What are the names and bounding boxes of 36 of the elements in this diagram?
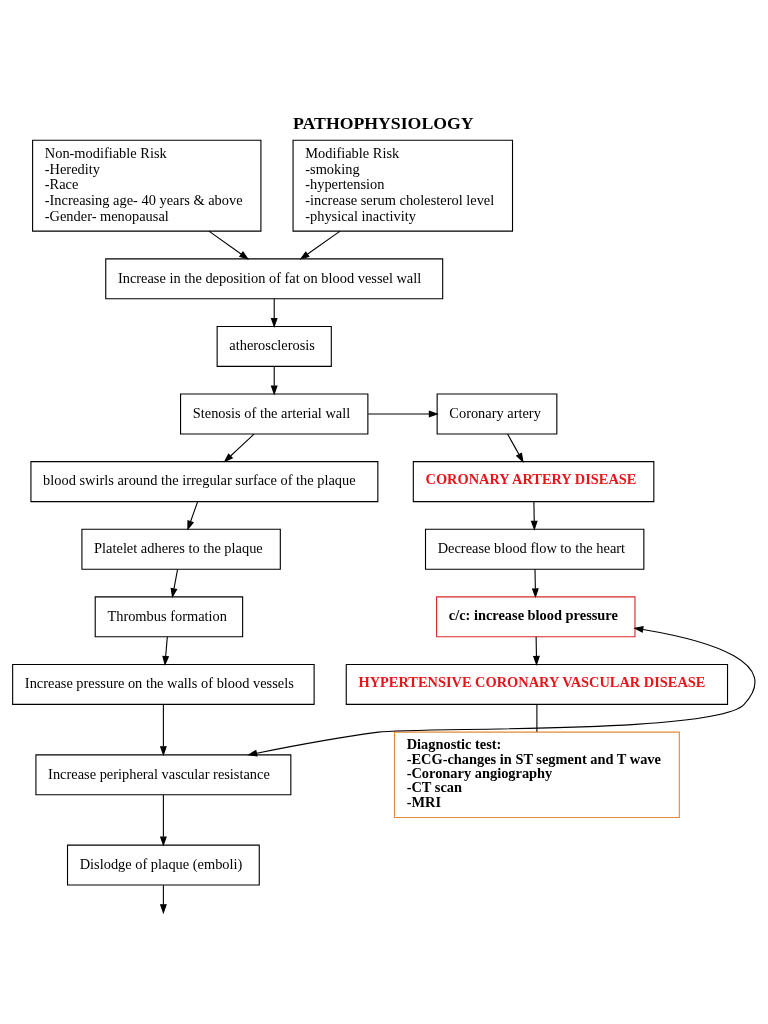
- node-box: Platelet adheres to the plaque: [81, 528, 281, 570]
- arrow: [247, 625, 756, 757]
- arrow: [531, 568, 539, 598]
- node-box: Increase pressure on the walls of blood vessels: [12, 663, 315, 705]
- node-box: Thrombus formation: [94, 595, 244, 637]
- arrow: [299, 230, 341, 260]
- node-box: Non-modifiable Risk -Heredity -Race -Increasing age- 40 years & above -Gender- menopausal: [32, 139, 262, 232]
- arrow: [159, 703, 167, 756]
- node-box: blood swirls around the irregular surface of the plaque: [30, 460, 379, 502]
- diagram-title: PATHOPHYSIOLOGY: [293, 112, 474, 133]
- node-box: atherosclerosis: [216, 325, 332, 367]
- node-box: Decrease blood flow to the heart: [424, 528, 645, 570]
- node-box: Stenosis of the arterial wall: [180, 393, 369, 434]
- connector: [536, 703, 538, 732]
- arrow: [223, 433, 255, 463]
- arrow: [530, 500, 538, 531]
- node-box: Coronary artery: [436, 393, 558, 434]
- arrow: [187, 500, 199, 531]
- arrow: [270, 365, 278, 395]
- arrow: [507, 433, 524, 463]
- arrow: [532, 635, 540, 666]
- node-box: Increase peripheral vascular resistance: [35, 753, 292, 795]
- node-box: c/c: increase blood pressure: [436, 595, 636, 637]
- arrow: [170, 568, 179, 598]
- arrow: [159, 793, 167, 847]
- arrow: [270, 297, 278, 328]
- node-box: HYPERTENSIVE CORONARY VASCULAR DISEASE: [345, 663, 729, 705]
- node-box: Increase in the deposition of fat on blood vessel wall: [105, 257, 444, 299]
- arrow: [367, 410, 439, 417]
- arrow: [159, 884, 167, 914]
- arrow: [208, 230, 250, 260]
- node-box: CORONARY ARTERY DISEASE: [412, 460, 655, 502]
- arrow: [162, 635, 170, 666]
- node-box: Dislodge of plaque (emboli): [66, 844, 260, 886]
- node-box: Diagnostic test: -ECG-changes in ST segment and T wave -Coronary angiography -CT scan -MRI: [393, 731, 680, 818]
- node-box: Modifiable Risk -smoking -hypertension -increase serum cholesterol level -physical inactivity: [292, 139, 514, 232]
